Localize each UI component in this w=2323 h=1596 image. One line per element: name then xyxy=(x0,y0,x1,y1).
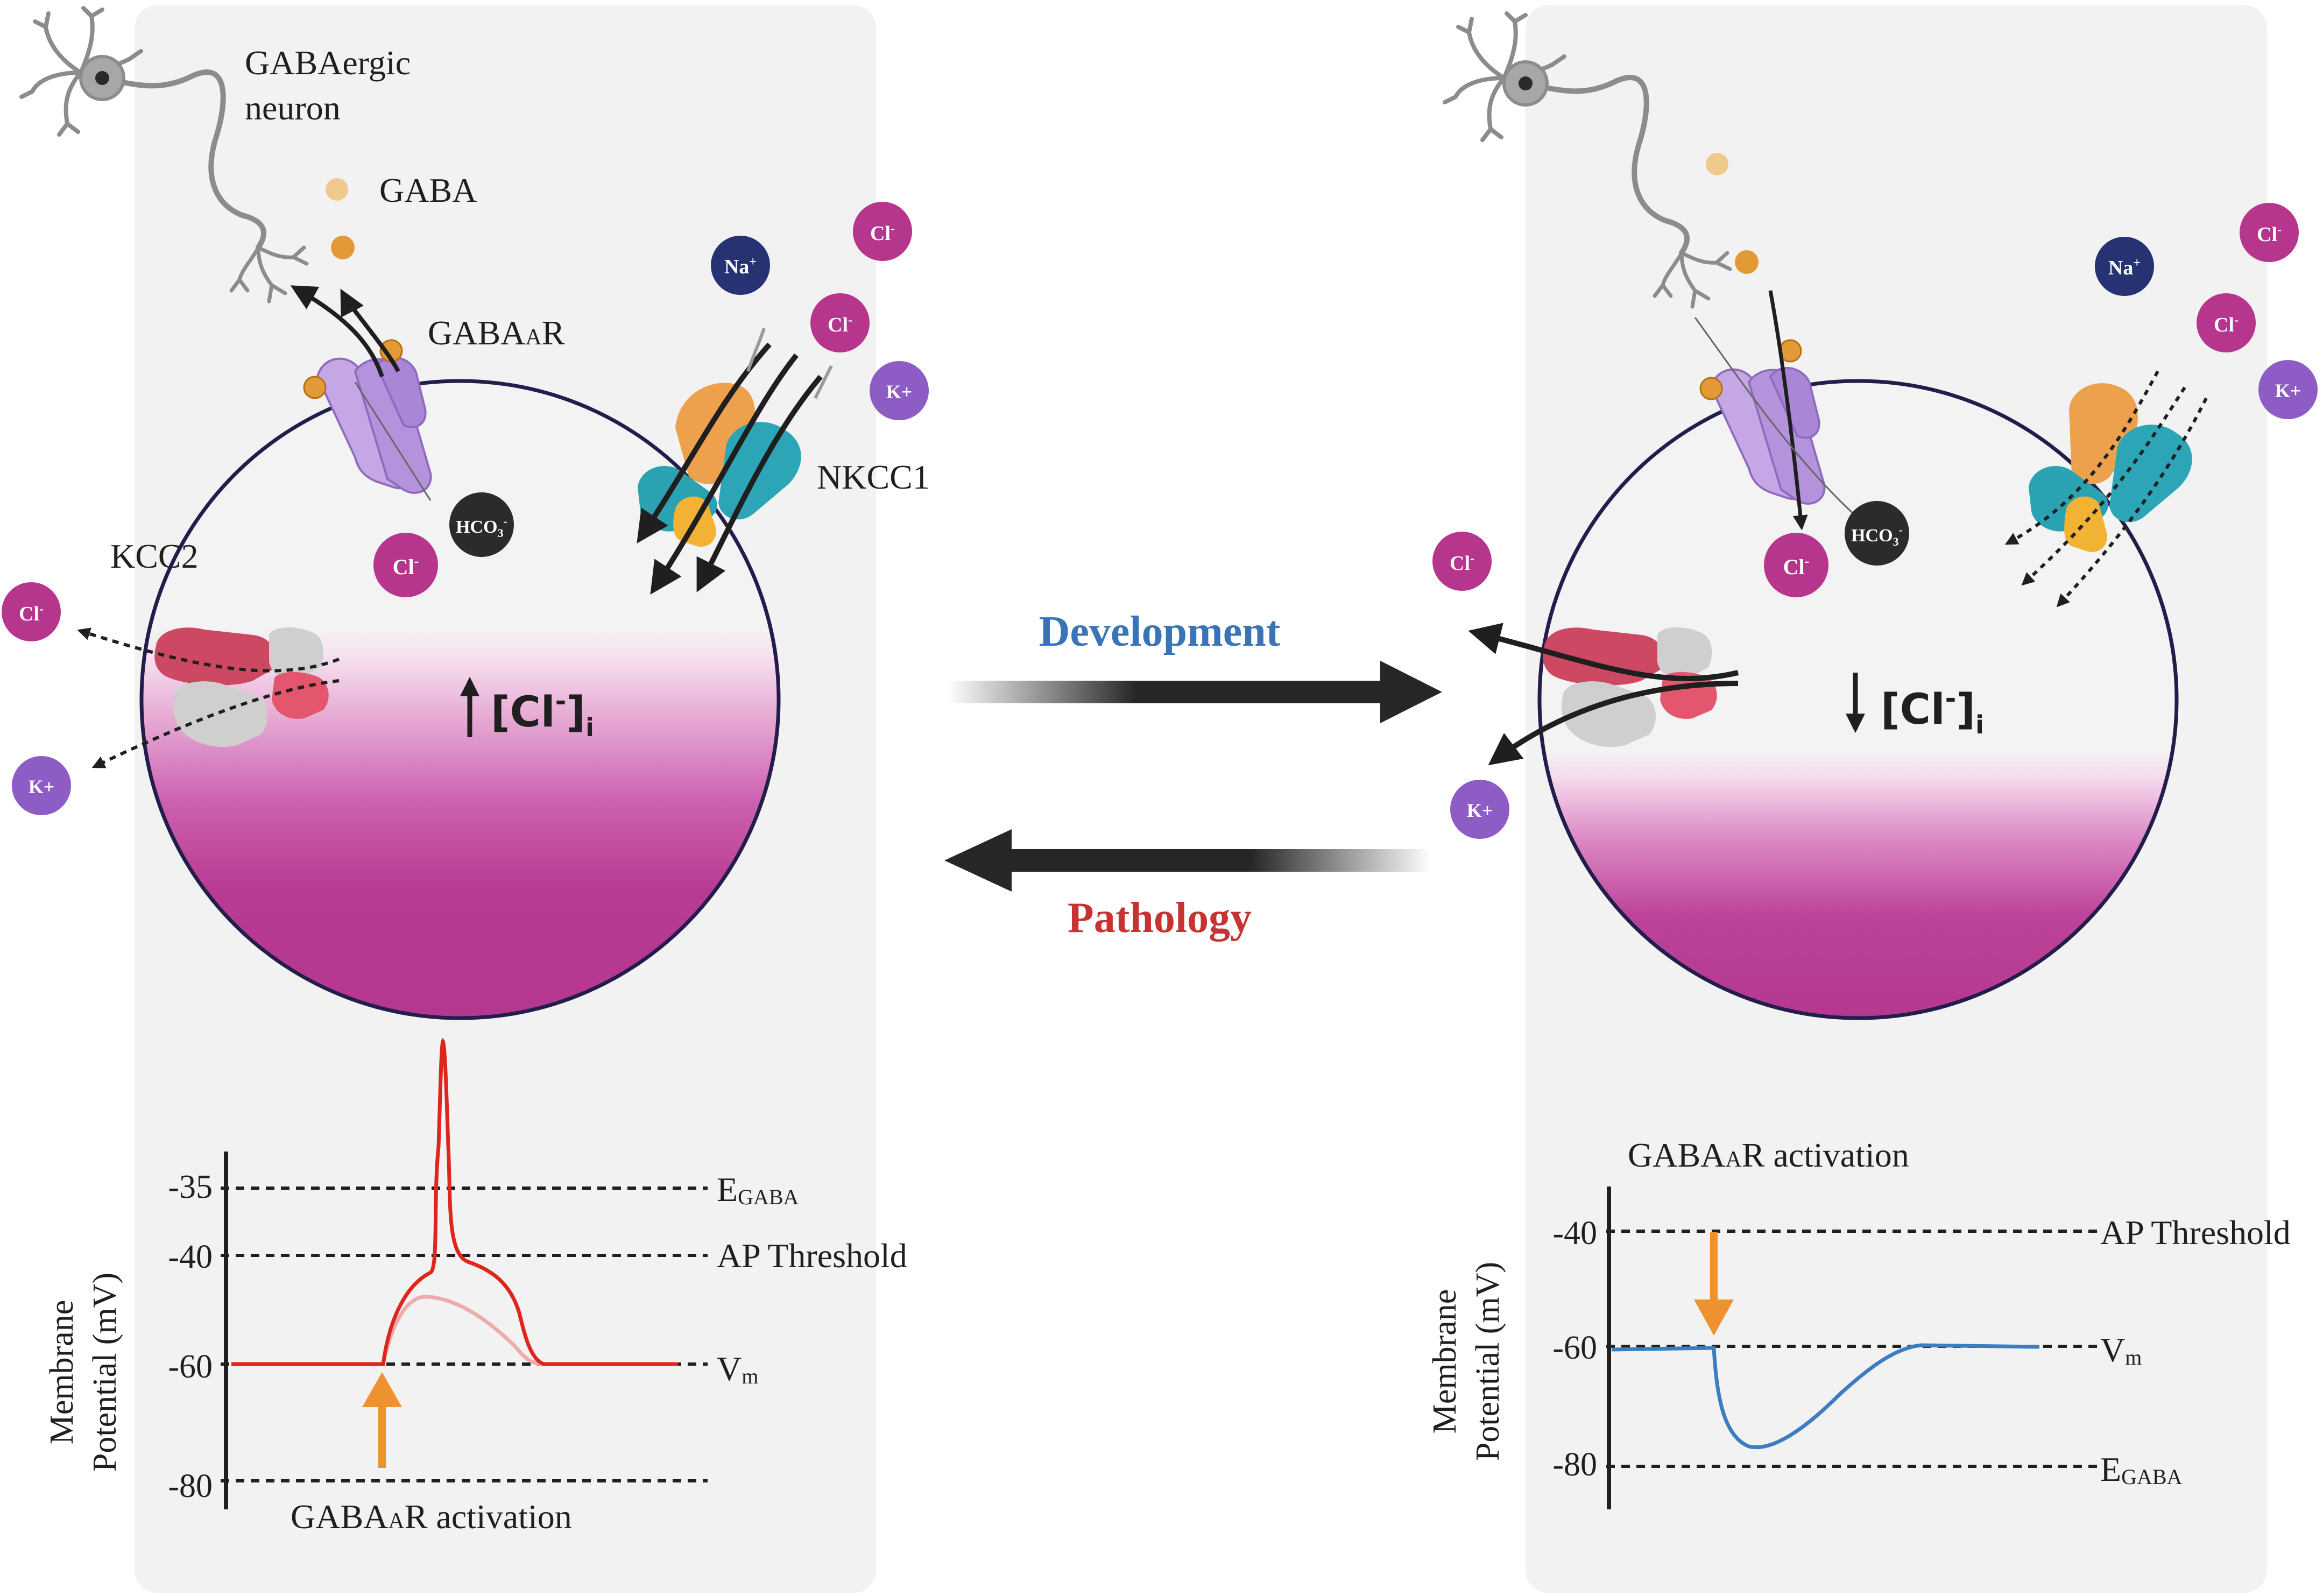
k-ion-icon: K+ xyxy=(12,756,71,815)
left-gabaar-receptor-icon xyxy=(303,339,432,494)
gaba-vesicle xyxy=(1735,250,1759,274)
svg-text:Cl-: Cl- xyxy=(828,313,852,336)
egaba-label: EGABA xyxy=(2100,1450,2183,1489)
y-axis-label: Membrane xyxy=(1427,1289,1463,1434)
cl-ion-icon: Cl- xyxy=(2197,293,2256,352)
kcc2-efflux-arrow xyxy=(91,679,340,768)
intracellular-cl-label: [Cl-]i xyxy=(491,686,594,742)
vm-label: Vm xyxy=(2100,1331,2142,1369)
k-ion-icon: K+ xyxy=(2258,360,2318,419)
cl-ion-icon: Cl- xyxy=(373,533,438,597)
y-tick: -60 xyxy=(168,1348,213,1385)
y-axis-label: Potential (mV) xyxy=(87,1273,123,1472)
activation-label: GABAAR activation xyxy=(291,1498,572,1536)
y-tick: -40 xyxy=(1552,1215,1597,1252)
right-gabaar-receptor-icon xyxy=(1699,339,1826,505)
svg-text:Cl-: Cl- xyxy=(870,222,895,245)
kcc2-label: KCC2 xyxy=(110,537,199,575)
cl-ion-icon: Cl- xyxy=(2,582,61,641)
hyperpolarization-trace xyxy=(1611,1343,2040,1449)
y-tick: -60 xyxy=(1552,1330,1597,1366)
svg-text:Cl-: Cl- xyxy=(19,602,44,625)
gaba-vesicle xyxy=(331,236,355,259)
svg-text:Na+: Na+ xyxy=(2108,256,2141,279)
svg-text:Na+: Na+ xyxy=(724,255,757,278)
vm-label: Vm xyxy=(717,1350,758,1388)
pathology-arrow-head xyxy=(944,829,1012,892)
right-gabaergic-neuron-icon xyxy=(1443,11,1732,309)
svg-text:K+: K+ xyxy=(886,381,913,402)
cl-ion-icon: Cl- xyxy=(810,293,870,352)
y-tick: -80 xyxy=(168,1468,213,1505)
left-membrane-potential-plot: -35 -40 -60 -80 Membrane Potential (mV) … xyxy=(44,1037,907,1536)
hco3-ion-icon: HCO3- xyxy=(1845,501,1909,566)
activation-arrow-head xyxy=(1694,1300,1734,1336)
left-gabaergic-neuron-icon xyxy=(19,6,309,303)
svg-text:HCO3-: HCO3- xyxy=(456,514,507,540)
svg-text:Cl-: Cl- xyxy=(1450,552,1474,575)
svg-text:Cl-: Cl- xyxy=(2257,223,2282,246)
left-cell xyxy=(139,379,781,1020)
hco3-ion-icon: HCO3- xyxy=(449,492,514,557)
nkcc1-influx-arrow xyxy=(650,353,799,595)
svg-text:Cl-: Cl- xyxy=(1783,553,1810,579)
gabaar-efflux-arrow xyxy=(340,288,400,372)
gabaar-label: GABAAR xyxy=(428,314,565,352)
kcc2-efflux-arrow xyxy=(77,627,340,673)
ap-threshold-label: AP Threshold xyxy=(717,1237,907,1275)
nkcc1-influx-arrow xyxy=(696,375,823,592)
k-ion-icon: K+ xyxy=(870,361,929,420)
k-ion-icon: K+ xyxy=(1450,780,1509,839)
cl-ion-icon: Cl- xyxy=(1432,532,1492,591)
svg-text:HCO3-: HCO3- xyxy=(1851,523,1903,548)
svg-text:K+: K+ xyxy=(1467,800,1493,821)
kcc2-efflux-arrow xyxy=(1468,623,1739,681)
intracellular-cl-label: [Cl-]i xyxy=(1881,683,1984,739)
y-axis-label: Potential (mV) xyxy=(1470,1262,1506,1461)
svg-text:Cl-: Cl- xyxy=(393,553,419,579)
gaba-vesicle xyxy=(326,178,348,201)
cl-ion-icon: Cl- xyxy=(853,202,912,261)
gaba-label: GABA xyxy=(379,171,477,209)
subthreshold-trace xyxy=(381,1295,678,1366)
gabaergic-neuron-label: GABAergic xyxy=(245,44,411,82)
y-tick: -40 xyxy=(168,1239,213,1275)
svg-text:K+: K+ xyxy=(29,776,55,797)
kcc2-efflux-arrow xyxy=(1488,681,1739,766)
development-arrow-head xyxy=(1380,661,1442,723)
pathology-label: Pathology xyxy=(1068,894,1252,942)
y-axis-label: Membrane xyxy=(44,1300,80,1445)
development-arrow-shaft xyxy=(947,681,1399,703)
nkcc1-dotted-arrow xyxy=(2021,386,2186,586)
right-nkcc1-transporter-icon xyxy=(2029,383,2192,552)
gabaar-influx-arrow xyxy=(1768,290,1808,531)
gabaar-efflux-arrow xyxy=(290,285,384,378)
na-ion-icon: Na+ xyxy=(2095,237,2154,296)
egaba-label: EGABA xyxy=(717,1170,799,1209)
nkcc1-label: NKCC1 xyxy=(817,458,930,496)
y-tick: -80 xyxy=(1552,1446,1597,1483)
action-potential-trace xyxy=(231,1037,678,1366)
right-membrane-potential-plot: -40 -60 -80 Membrane Potential (mV) GABA… xyxy=(1427,1136,2291,1509)
svg-text:K+: K+ xyxy=(2275,380,2301,401)
activation-arrow-head xyxy=(362,1372,402,1407)
gabaergic-neuron-label: neuron xyxy=(245,89,341,127)
development-label: Development xyxy=(1039,608,1281,655)
na-ion-icon: Na+ xyxy=(711,236,770,295)
activation-label: GABAAR activation xyxy=(1628,1136,1909,1174)
svg-text:Cl-: Cl- xyxy=(2214,313,2239,336)
y-tick: -35 xyxy=(168,1169,213,1205)
nkcc1-dotted-arrow xyxy=(2004,370,2159,545)
gaba-vesicle xyxy=(1706,153,1728,175)
cl-ion-icon: Cl- xyxy=(1764,533,1828,597)
pathology-arrow-shaft xyxy=(1001,849,1431,872)
ap-threshold-label: AP Threshold xyxy=(2100,1213,2291,1252)
cl-ion-icon: Cl- xyxy=(2240,203,2299,262)
